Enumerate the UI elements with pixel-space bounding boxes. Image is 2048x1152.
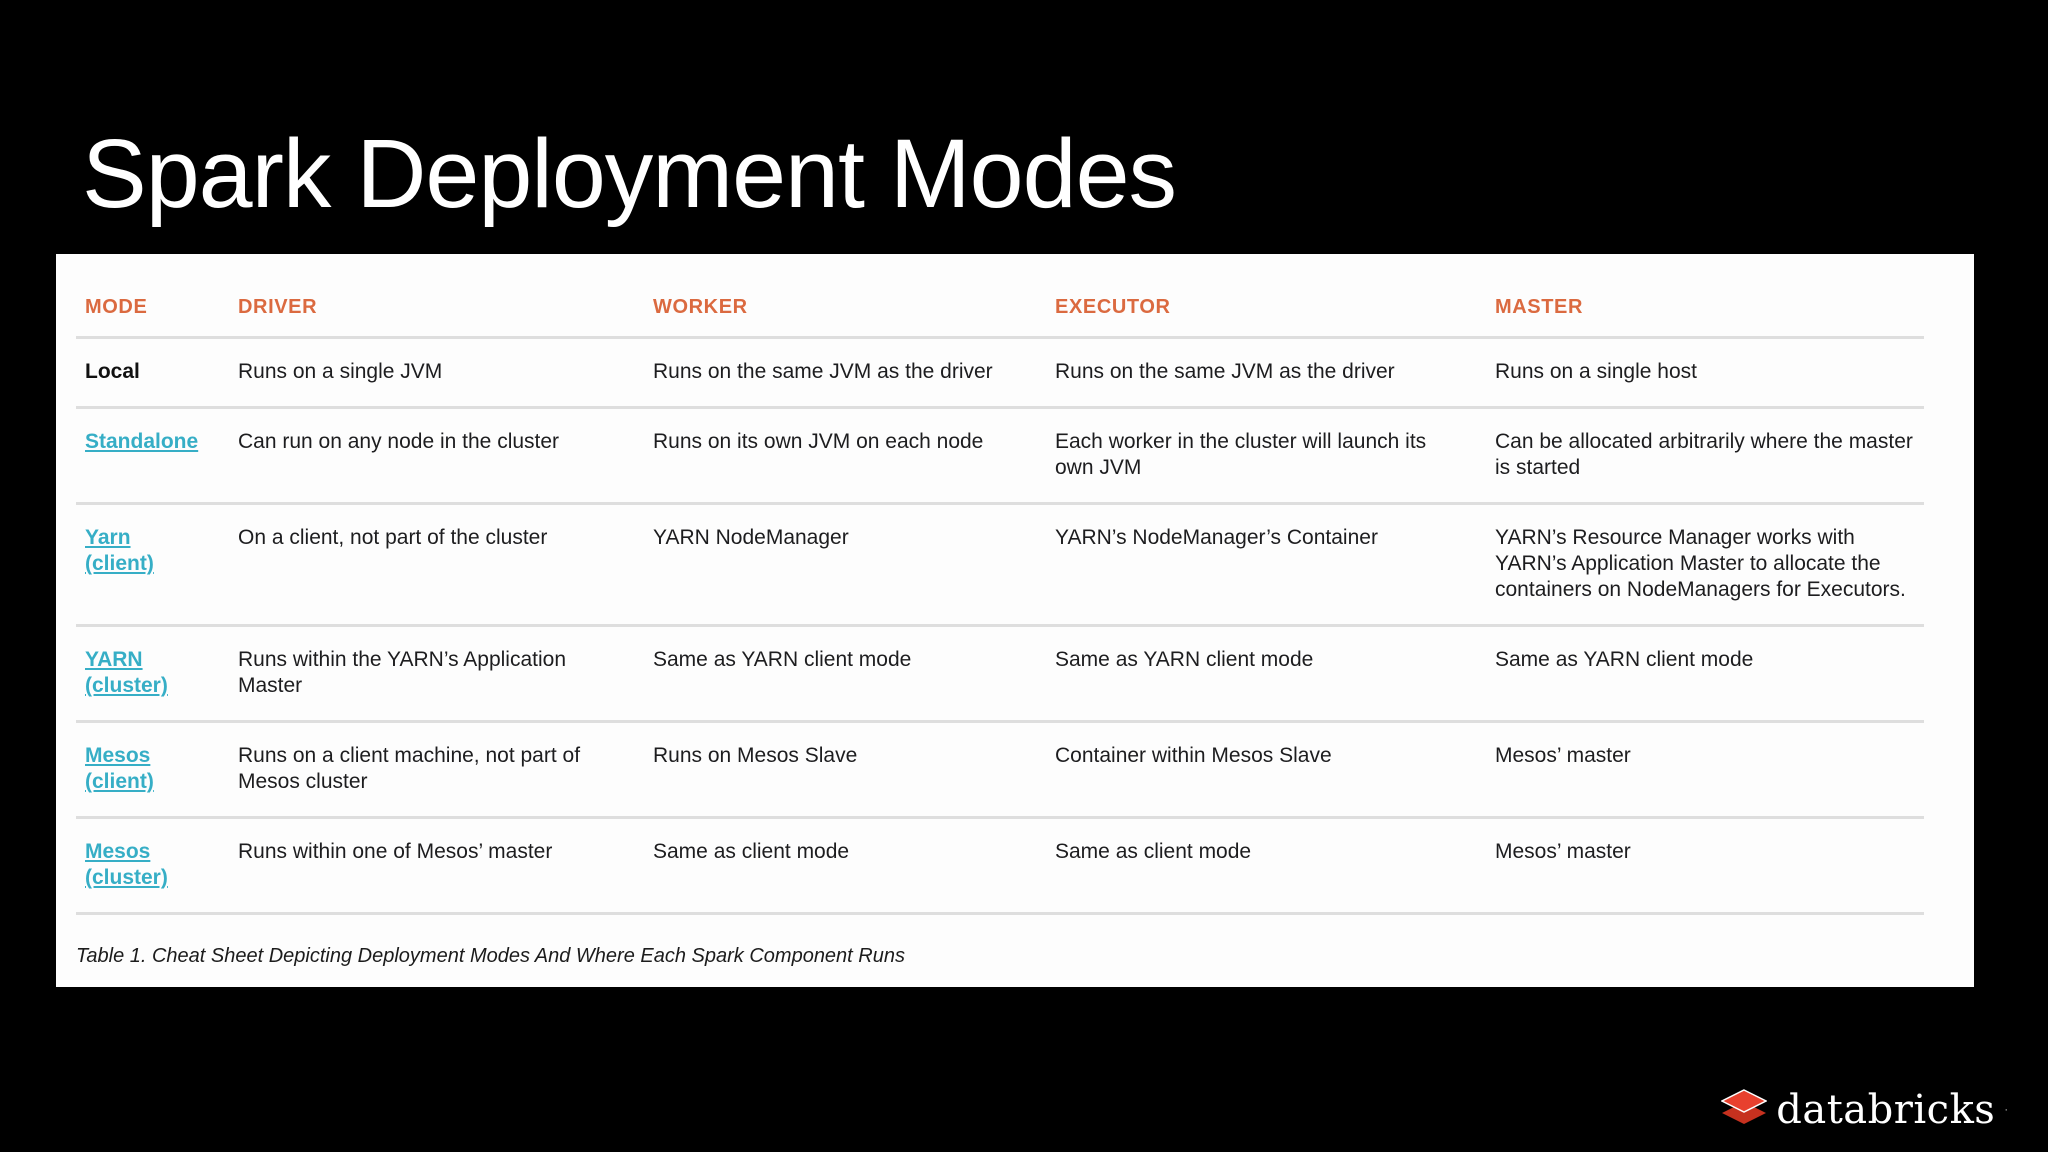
cell-worker: Same as YARN client mode bbox=[653, 625, 1055, 723]
cell-master: Mesos’ master bbox=[1495, 721, 1924, 819]
cell-master: YARN’s Resource Manager works with YARN’… bbox=[1495, 503, 1924, 627]
trademark-dot: · bbox=[2004, 1103, 2008, 1116]
cell-worker: Runs on Mesos Slave bbox=[653, 721, 1055, 819]
cell-worker: Same as client mode bbox=[653, 817, 1055, 915]
column-header-driver: DRIVER bbox=[238, 254, 653, 339]
cell-mode: YARN (cluster) bbox=[76, 625, 238, 723]
deployment-modes-table: MODE DRIVER WORKER EXECUTOR MASTER Local… bbox=[76, 254, 1924, 915]
cell-mode: Yarn (client) bbox=[76, 503, 238, 627]
mode-label-local: Local bbox=[85, 360, 140, 383]
cell-master: Runs on a single host bbox=[1495, 337, 1924, 409]
cell-worker: Runs on its own JVM on each node bbox=[653, 407, 1055, 505]
cell-driver: Runs on a single JVM bbox=[238, 337, 653, 409]
cell-driver: Can run on any node in the cluster bbox=[238, 407, 653, 505]
cell-mode: Standalone bbox=[76, 407, 238, 505]
slide-title: Spark Deployment Modes bbox=[82, 118, 1177, 228]
databricks-wordmark: databricks bbox=[1776, 1087, 1996, 1133]
cell-driver: Runs within the YARN’s Application Maste… bbox=[238, 625, 653, 723]
cell-master: Same as YARN client mode bbox=[1495, 625, 1924, 723]
mode-link-standalone[interactable]: Standalone bbox=[85, 430, 199, 453]
column-header-master: MASTER bbox=[1495, 254, 1924, 339]
table-row-mesos-client: Mesos (client) Runs on a client machine,… bbox=[76, 721, 1924, 819]
table-row-standalone: Standalone Can run on any node in the cl… bbox=[76, 407, 1924, 505]
cell-mode: Local bbox=[76, 337, 238, 409]
cell-driver: On a client, not part of the cluster bbox=[238, 503, 653, 627]
cell-master: Can be allocated arbitrarily where the m… bbox=[1495, 407, 1924, 505]
mode-link-yarn-client[interactable]: Yarn (client) bbox=[85, 526, 154, 575]
databricks-logo: databricks · bbox=[1721, 1088, 2008, 1132]
cell-executor: YARN’s NodeManager’s Container bbox=[1055, 503, 1495, 627]
table-row-yarn-cluster: YARN (cluster) Runs within the YARN’s Ap… bbox=[76, 625, 1924, 723]
column-header-worker: WORKER bbox=[653, 254, 1055, 339]
deployment-table-panel: MODE DRIVER WORKER EXECUTOR MASTER Local… bbox=[56, 254, 1974, 987]
cell-executor: Same as YARN client mode bbox=[1055, 625, 1495, 723]
cell-executor: Runs on the same JVM as the driver bbox=[1055, 337, 1495, 409]
table-header-row: MODE DRIVER WORKER EXECUTOR MASTER bbox=[76, 254, 1924, 339]
databricks-bricks-icon bbox=[1721, 1089, 1768, 1124]
cell-worker: YARN NodeManager bbox=[653, 503, 1055, 627]
column-header-mode: MODE bbox=[76, 254, 238, 339]
cell-mode: Mesos (cluster) bbox=[76, 817, 238, 915]
cell-master: Mesos’ master bbox=[1495, 817, 1924, 915]
column-header-executor: EXECUTOR bbox=[1055, 254, 1495, 339]
cell-executor: Each worker in the cluster will launch i… bbox=[1055, 407, 1495, 505]
table-row-yarn-client: Yarn (client) On a client, not part of t… bbox=[76, 503, 1924, 627]
mode-link-yarn-cluster[interactable]: YARN (cluster) bbox=[85, 648, 168, 697]
cell-driver: Runs on a client machine, not part of Me… bbox=[238, 721, 653, 819]
cell-executor: Same as client mode bbox=[1055, 817, 1495, 915]
cell-driver: Runs within one of Mesos’ master bbox=[238, 817, 653, 915]
mode-link-mesos-cluster[interactable]: Mesos (cluster) bbox=[85, 840, 168, 889]
mode-link-mesos-client[interactable]: Mesos (client) bbox=[85, 744, 154, 793]
cell-executor: Container within Mesos Slave bbox=[1055, 721, 1495, 819]
table-row-local: Local Runs on a single JVM Runs on the s… bbox=[76, 337, 1924, 409]
cell-worker: Runs on the same JVM as the driver bbox=[653, 337, 1055, 409]
table-caption: Table 1. Cheat Sheet Depicting Deploymen… bbox=[76, 945, 905, 967]
cell-mode: Mesos (client) bbox=[76, 721, 238, 819]
table-row-mesos-cluster: Mesos (cluster) Runs within one of Mesos… bbox=[76, 817, 1924, 915]
